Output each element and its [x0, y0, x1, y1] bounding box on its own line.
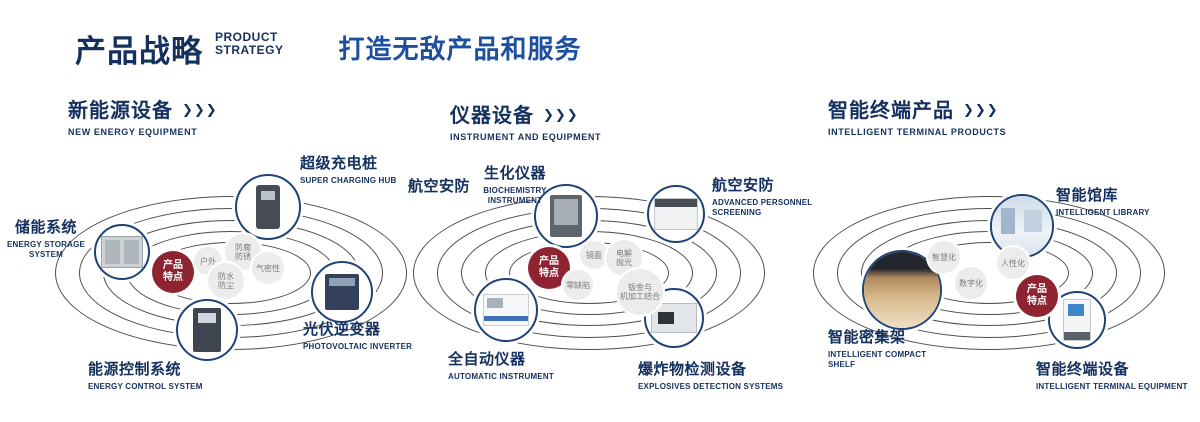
product-label-pv-inverter: 光伏逆变器 PHOTOVOLTAIC INVERTER — [303, 318, 412, 352]
page-slogan: 打造无敌产品和服务 — [338, 34, 582, 64]
product-image-biochemistry-instrument — [534, 184, 598, 248]
product-name-en: AUTOMATIC INSTRUMENT — [448, 372, 554, 381]
product-name: 储能系统 — [14, 219, 77, 236]
page-title-en: PRODUCT STRATEGY — [215, 31, 283, 57]
label-aviation-security: 航空安防 — [408, 178, 471, 195]
product-name-en: BIOCHEMISTRY INSTRUMENT — [483, 186, 547, 205]
page-title-en-line2: STRATEGY — [215, 43, 284, 57]
page-title-en-line1: PRODUCT — [215, 30, 278, 44]
product-name-en: ENERGY CONTROL SYSTEM — [88, 382, 203, 391]
product-image-pv-inverter — [311, 261, 373, 323]
biochemistry-cabinet-image — [550, 195, 582, 237]
product-label-explosives-detection: 爆炸物检测设备 EXPLOSIVES DETECTION SYSTEMS — [638, 358, 783, 392]
product-name-en: ADVANCED PERSONNEL SCREENING — [712, 198, 813, 217]
product-image-super-charging-hub — [235, 174, 301, 240]
product-name: 能源控制系统 — [88, 361, 182, 378]
chevrons-icon: ❯❯❯ — [963, 101, 999, 117]
product-label-compact-shelf: 智能密集架 INTELLIGENT COMPACT SHELF — [828, 326, 926, 370]
section-title-row: 新能源设备 ❯❯❯ — [68, 94, 218, 123]
product-name: 生化仪器 — [483, 165, 546, 182]
terminal-kiosk-image — [1063, 299, 1091, 341]
feature-bubble: 气密性 — [252, 252, 284, 284]
section-header-instrument: 仪器设备 ❯❯❯ INSTRUMENT AND EQUIPMENT — [450, 99, 601, 142]
automatic-instrument-image — [483, 294, 529, 326]
energy-control-image — [193, 308, 221, 352]
screening-machine-image — [654, 198, 698, 230]
product-image-terminal-equipment — [1048, 291, 1106, 349]
section-title-row: 智能终端产品 ❯❯❯ — [828, 94, 1006, 123]
explosives-detector-image — [651, 303, 697, 333]
product-name-en: ENERGY STORAGE SYSTEM — [6, 240, 86, 259]
feature-bubble: 人性化 — [997, 247, 1029, 279]
product-label-automatic-instrument: 全自动仪器 AUTOMATIC INSTRUMENT — [448, 348, 554, 382]
product-name-en: INTELLIGENT LIBRARY — [1056, 208, 1150, 217]
orbit-ellipse — [837, 208, 1141, 338]
section-title-row: 仪器设备 ❯❯❯ — [450, 99, 601, 128]
page-title: 产品战略 — [75, 34, 203, 69]
product-label-intelligent-library: 智能馆库 INTELLIGENT LIBRARY — [1056, 184, 1150, 218]
section-title: 新能源设备 — [68, 100, 173, 122]
section-subtitle: NEW ENERGY EQUIPMENT — [68, 127, 198, 137]
product-name: 智能终端设备 — [1036, 361, 1130, 378]
chevrons-icon: ❯❯❯ — [543, 106, 579, 122]
section-header-intelligent-terminal: 智能终端产品 ❯❯❯ INTELLIGENT TERMINAL PRODUCTS — [828, 94, 1006, 137]
product-name: 爆炸物检测设备 — [638, 361, 747, 378]
section-header-new-energy: 新能源设备 ❯❯❯ NEW ENERGY EQUIPMENT — [68, 94, 218, 137]
product-name: 智能密集架 — [828, 329, 906, 346]
product-name-en: SUPER CHARGING HUB — [300, 176, 397, 185]
product-image-personnel-screening — [647, 185, 705, 243]
feature-bubble: 零缺陷 — [563, 270, 593, 300]
charging-pile-image — [256, 185, 280, 229]
product-name-en: PHOTOVOLTAIC INVERTER — [303, 342, 413, 351]
product-label-terminal-equipment: 智能终端设备 INTELLIGENT TERMINAL EQUIPMENT — [1036, 358, 1188, 392]
energy-storage-image — [101, 236, 143, 268]
feature-bubble: 防水 防尘 — [208, 263, 244, 299]
product-name: 全自动仪器 — [448, 351, 526, 368]
orbit-ellipse — [813, 196, 1165, 350]
features-badge: 产品 特点 — [152, 251, 194, 293]
feature-bubble: 数字化 — [955, 267, 987, 299]
product-name: 航空安防 — [712, 177, 775, 194]
feature-bubble: 智慧化 — [928, 241, 960, 273]
feature-bubble: 钣金与 机加工结合 — [617, 269, 663, 315]
product-image-energy-control — [176, 299, 238, 361]
product-name-en: INTELLIGENT COMPACT SHELF — [828, 350, 927, 369]
product-image-energy-storage — [94, 224, 150, 280]
product-label-personnel-screening: 航空安防 ADVANCED PERSONNEL SCREENING — [712, 174, 812, 218]
page-header: 产品战略 PRODUCT STRATEGY 打造无敌产品和服务 — [75, 26, 581, 71]
section-title: 仪器设备 — [450, 105, 534, 127]
section-title: 智能终端产品 — [828, 100, 954, 122]
product-name-en: EXPLOSIVES DETECTION SYSTEMS — [638, 382, 784, 391]
product-name: 光伏逆变器 — [303, 321, 381, 338]
product-name: 超级充电桩 — [300, 155, 378, 172]
product-image-intelligent-library — [990, 194, 1054, 258]
pv-inverter-image — [325, 274, 359, 310]
product-name-en: INTELLIGENT TERMINAL EQUIPMENT — [1036, 382, 1188, 391]
product-label-energy-storage: 储能系统 ENERGY STORAGE SYSTEM — [0, 216, 92, 260]
product-image-automatic-instrument — [474, 278, 538, 342]
product-label-energy-control: 能源控制系统 ENERGY CONTROL SYSTEM — [88, 358, 203, 392]
feature-bubble: 镜面 — [580, 241, 608, 269]
section-subtitle: INSTRUMENT AND EQUIPMENT — [450, 132, 602, 142]
product-name: 智能馆库 — [1056, 187, 1119, 204]
library-room-image — [992, 196, 1052, 256]
product-label-biochemistry-instrument: 生化仪器 BIOCHEMISTRY INSTRUMENT — [462, 162, 568, 206]
chevrons-icon: ❯❯❯ — [182, 101, 218, 117]
product-image-compact-shelf — [862, 250, 942, 330]
features-badge: 产品 特点 — [1016, 275, 1058, 317]
section-subtitle: INTELLIGENT TERMINAL PRODUCTS — [828, 127, 1007, 137]
compact-shelf-image — [864, 252, 940, 328]
orbit-ellipse — [861, 220, 1117, 326]
product-label-super-charging-hub: 超级充电桩 SUPER CHARGING HUB — [300, 152, 397, 186]
